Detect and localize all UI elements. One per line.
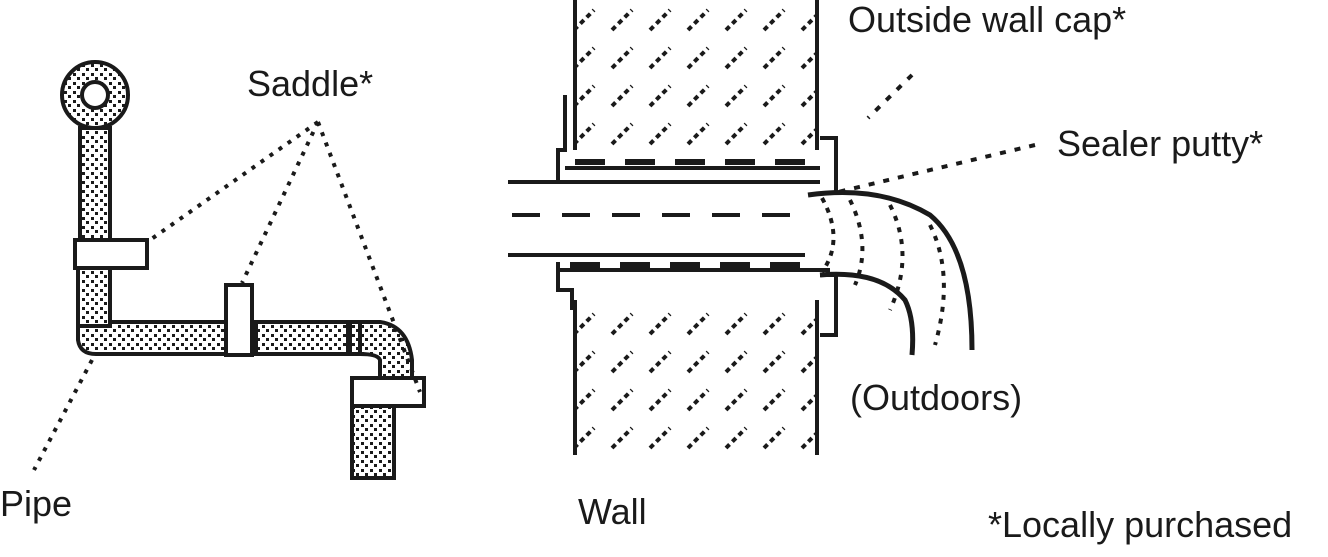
- valve-stem: [78, 126, 112, 242]
- sealer-putty-label: Sealer putty*: [1057, 123, 1264, 164]
- pipe-down-segment: [350, 404, 396, 480]
- leader-lines-left: [32, 120, 422, 471]
- footnote-label: *Locally purchased: [988, 504, 1293, 545]
- saddle-clamp-lower: [350, 376, 426, 408]
- pipe-label: Pipe: [0, 483, 73, 524]
- tubing-through-wall: [508, 95, 975, 356]
- leader-lines-right: [837, 73, 1036, 194]
- outdoors-label: (Outdoors): [850, 377, 1023, 418]
- saddle-label: Saddle*: [247, 63, 374, 104]
- saddle-clamp: [73, 238, 149, 270]
- wall-label: Wall: [578, 491, 647, 532]
- outside-wall-cap-label: Outside wall cap*: [848, 0, 1127, 40]
- wall-section: [560, 0, 840, 455]
- saddle-valve-assembly: [60, 60, 426, 480]
- pipe-vertical-segment: [76, 266, 112, 328]
- saddle-block: [224, 283, 254, 357]
